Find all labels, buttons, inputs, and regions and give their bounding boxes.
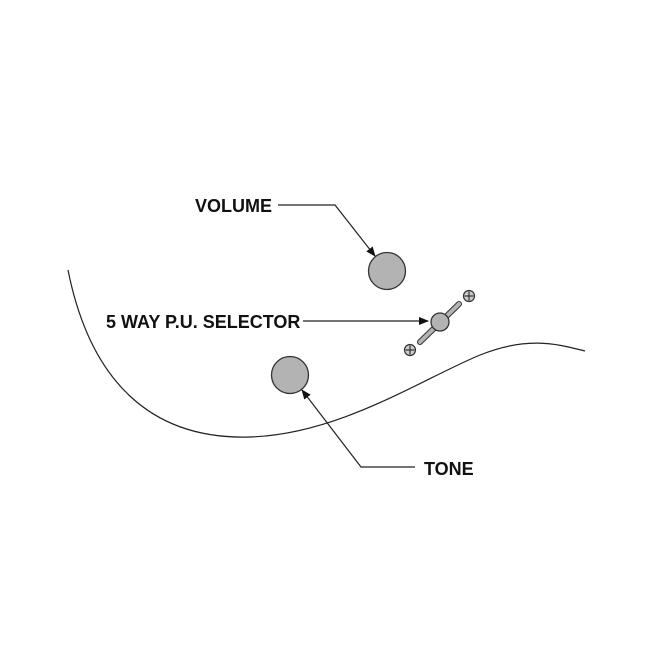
- tone-leader-arrow: [301, 389, 415, 468]
- pickup-selector-switch: [417, 301, 462, 345]
- volume-leader-arrow: [278, 204, 376, 257]
- screw-icon: [403, 343, 417, 357]
- tone-knob: [270, 355, 310, 395]
- volume-label: VOLUME: [195, 196, 272, 216]
- body-outline-curve: [67, 269, 586, 438]
- tone-label: TONE: [424, 459, 474, 479]
- volume-knob: [367, 251, 407, 291]
- selector-label: 5 WAY P.U. SELECTOR: [106, 312, 300, 332]
- screw-icon: [462, 289, 476, 303]
